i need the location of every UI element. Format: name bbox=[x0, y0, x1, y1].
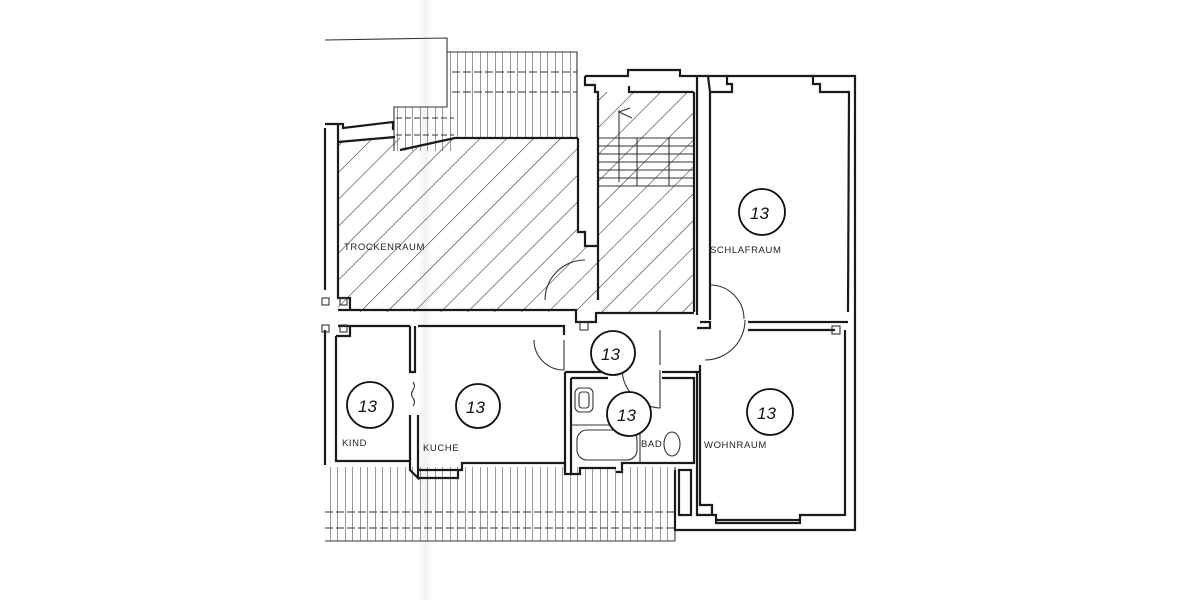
svg-text:13: 13 bbox=[358, 397, 377, 416]
roof-outline bbox=[324, 37, 448, 52]
room-labels: TROCKENRAUM SCHLAFRAUM KIND KUCHE BAD WO… bbox=[342, 242, 781, 454]
room-label-kind: KIND bbox=[342, 438, 367, 449]
svg-text:13: 13 bbox=[466, 398, 485, 417]
room-label-trockenraum: TROCKENRAUM bbox=[344, 242, 425, 253]
room-label-bad: BAD bbox=[641, 439, 662, 450]
stairs bbox=[598, 107, 694, 187]
top-roof-terrace bbox=[393, 51, 578, 151]
marker-schlafraum: 13 bbox=[738, 188, 786, 236]
marker-flur: 13 bbox=[590, 330, 636, 376]
marker-kuche: 13 bbox=[455, 383, 501, 429]
staircase-area bbox=[598, 92, 694, 312]
room-label-schlafraum: SCHLAFRAUM bbox=[710, 245, 781, 256]
room-markers: 13 13 13 13 13 13 bbox=[346, 188, 794, 437]
room-label-kuche: KUCHE bbox=[423, 443, 459, 454]
marker-kind: 13 bbox=[346, 381, 394, 429]
svg-text:13: 13 bbox=[757, 404, 776, 423]
marker-bad: 13 bbox=[606, 391, 652, 437]
sink-icon bbox=[574, 387, 594, 413]
bathtub-icon bbox=[576, 429, 638, 461]
svg-text:13: 13 bbox=[750, 204, 769, 223]
room-label-wohnraum: WOHNRAUM bbox=[704, 440, 767, 451]
svg-text:13: 13 bbox=[617, 406, 636, 425]
svg-text:13: 13 bbox=[601, 345, 620, 364]
marker-wohnraum: 13 bbox=[746, 388, 794, 436]
bottom-balcony bbox=[325, 467, 676, 542]
toilet-icon bbox=[663, 431, 681, 457]
